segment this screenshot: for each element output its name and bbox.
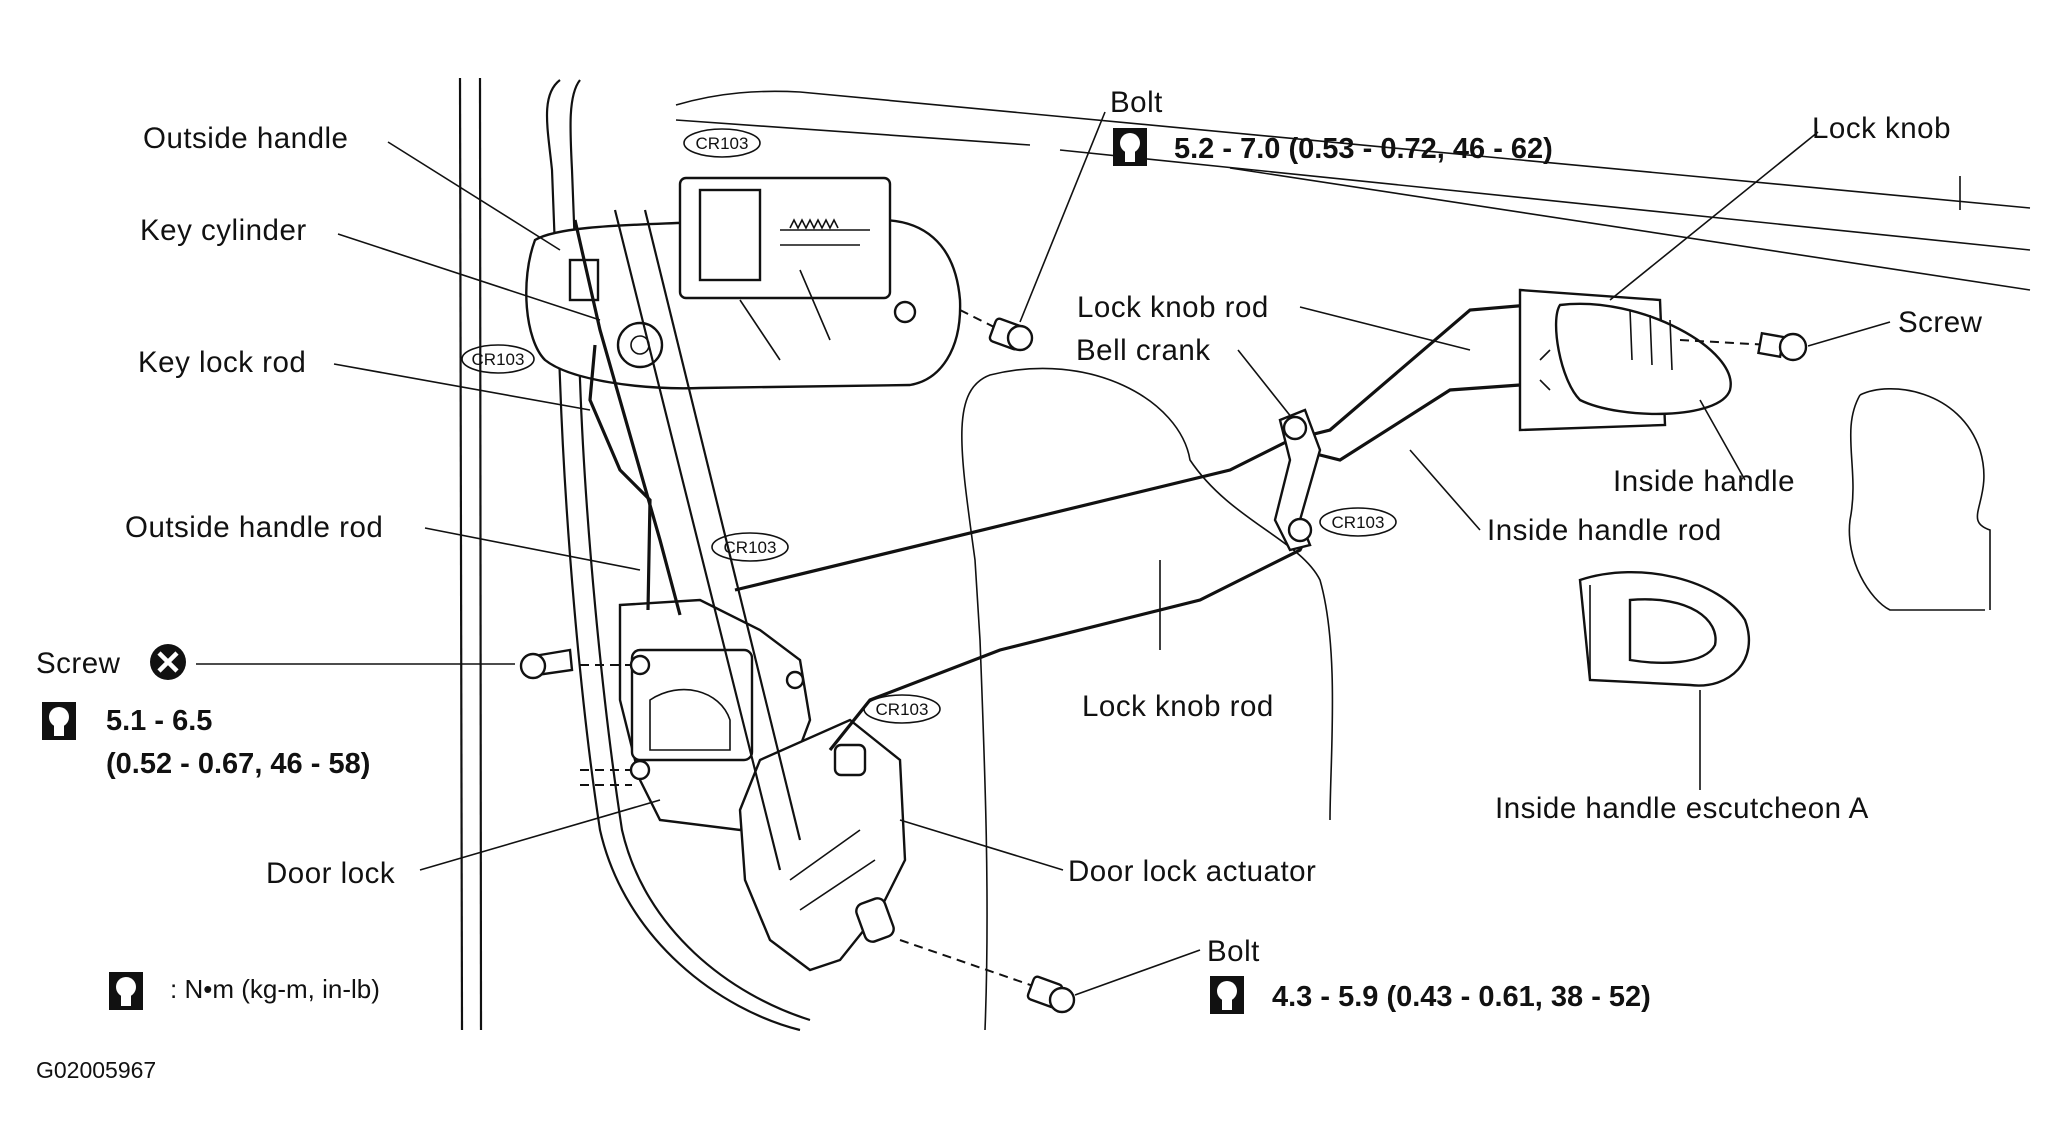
cr103-tag: CR103 bbox=[711, 532, 789, 562]
label-inside-handle: Inside handle bbox=[1613, 465, 1795, 498]
label-key-lock-rod: Key lock rod bbox=[138, 346, 306, 379]
torque-spec-screw-line1: 5.1 - 6.5 bbox=[106, 705, 212, 737]
label-lock-knob: Lock knob bbox=[1812, 112, 1951, 145]
inside-handle-escutcheon-part bbox=[1578, 570, 1751, 687]
label-screw-right: Screw bbox=[1898, 306, 1983, 339]
label-outside-handle: Outside handle bbox=[143, 122, 348, 155]
outside-handle-part bbox=[525, 176, 962, 390]
torque-wrench-icon bbox=[109, 972, 143, 1010]
label-key-cylinder: Key cylinder bbox=[140, 214, 307, 247]
cr103-tag: CR103 bbox=[461, 344, 535, 374]
torque-spec-screw-line2: (0.52 - 0.67, 46 - 58) bbox=[106, 748, 370, 780]
label-door-lock: Door lock bbox=[266, 857, 395, 890]
torque-wrench-icon bbox=[1210, 976, 1244, 1014]
rods bbox=[573, 209, 1531, 871]
label-inside-handle-escutcheon: Inside handle escutcheon A bbox=[1495, 792, 1869, 825]
label-lock-knob-rod-lower: Lock knob rod bbox=[1082, 690, 1274, 723]
cr103-tag-text: CR103 bbox=[724, 538, 777, 557]
label-door-lock-actuator: Door lock actuator bbox=[1068, 855, 1316, 888]
label-screw-left: Screw bbox=[36, 647, 121, 680]
label-bell-crank: Bell crank bbox=[1076, 334, 1211, 367]
cr103-tag-text: CR103 bbox=[696, 134, 749, 153]
door-panel-outline bbox=[458, 77, 2031, 1032]
cr103-tag: CR103 bbox=[683, 128, 761, 158]
inside-handle-part bbox=[1518, 288, 1732, 432]
label-lock-knob-rod-upper: Lock knob rod bbox=[1077, 291, 1269, 324]
bell-crank-part bbox=[1273, 408, 1322, 552]
label-inside-handle-rod: Inside handle rod bbox=[1487, 514, 1722, 547]
label-bolt-bottom: Bolt bbox=[1207, 935, 1260, 968]
torque-spec-bolt-bottom: 4.3 - 5.9 (0.43 - 0.61, 38 - 52) bbox=[1272, 981, 1651, 1013]
label-outside-handle-rod: Outside handle rod bbox=[125, 511, 383, 544]
torque-wrench-icon bbox=[1113, 128, 1147, 166]
door-lock-actuator-part bbox=[738, 718, 907, 972]
cr103-tag-text: CR103 bbox=[1332, 513, 1385, 532]
cr103-tag: CR103 bbox=[863, 694, 941, 724]
cr103-tag: CR103 bbox=[1319, 507, 1397, 537]
fasteners bbox=[519, 309, 1808, 1014]
figure-code: G02005967 bbox=[36, 1057, 156, 1083]
torque-spec-bolt-top: 5.2 - 7.0 (0.53 - 0.72, 46 - 62) bbox=[1174, 133, 1553, 165]
leader-lines bbox=[196, 111, 1891, 996]
label-bolt-top: Bolt bbox=[1110, 86, 1163, 119]
cr103-tag-text: CR103 bbox=[472, 350, 525, 369]
cr103-tag-text: CR103 bbox=[876, 700, 929, 719]
torque-wrench-icon bbox=[42, 702, 76, 740]
do-not-reuse-x-icon bbox=[150, 644, 186, 680]
legend-units: : N•m (kg-m, in-lb) bbox=[170, 974, 380, 1004]
